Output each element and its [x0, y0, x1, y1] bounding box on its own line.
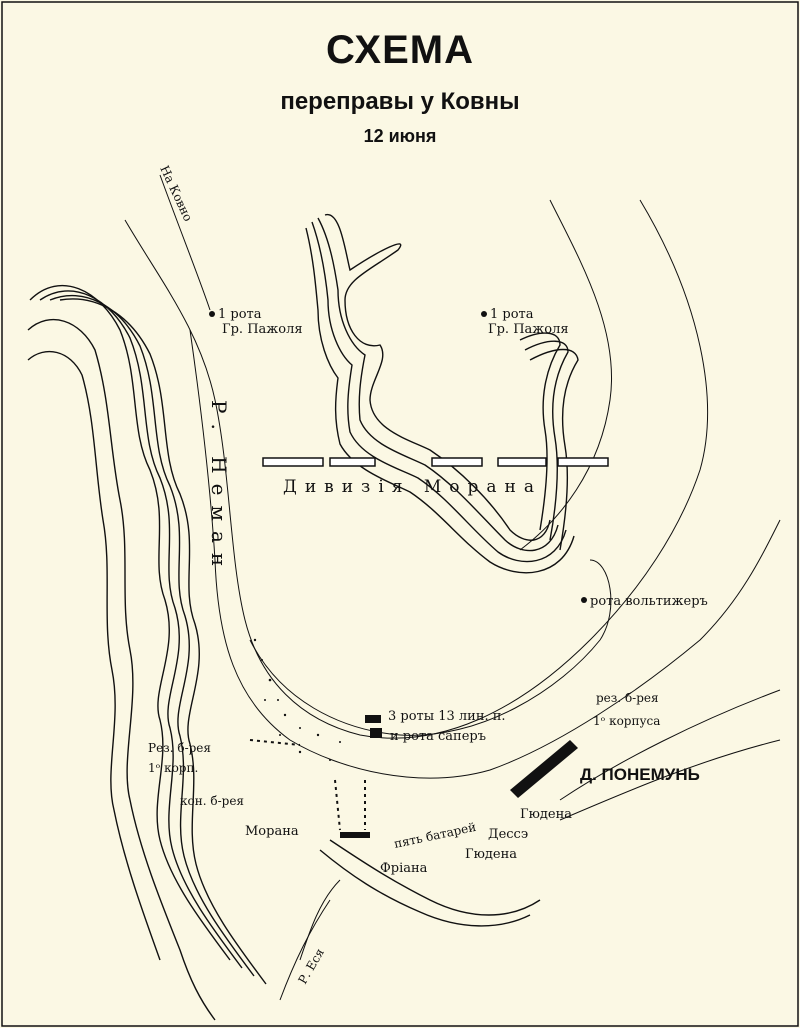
- neman-river-banks: [124, 199, 781, 779]
- central-ridge-contours: [305, 214, 575, 574]
- label-ponemun: Д. ПОНЕМУНЬ: [580, 765, 700, 784]
- label-corps-2: 1ᵒ корпуса: [593, 714, 660, 728]
- label-moran: Морана: [245, 824, 299, 839]
- label-horse-battery: кон. б-рея: [180, 794, 244, 808]
- label-company-left: 1 рота: [218, 307, 262, 322]
- village-ponemun-icon: [510, 740, 578, 798]
- label-count-left: Гр. Пажоля: [222, 322, 303, 337]
- label-companies-13: 3 роты 13 лин. п.: [388, 709, 506, 724]
- label-reserve-battery-1: Рез. б-рея: [148, 741, 211, 755]
- label-friana: Фріана: [380, 861, 428, 876]
- map-title: СХЕМА: [326, 28, 474, 72]
- label-river-neman: Р. Неман: [207, 400, 231, 576]
- label-corps-1: 1ᵒ корп.: [148, 761, 198, 775]
- crossing-dots: [249, 739, 366, 831]
- label-gudena: Гюдена: [465, 847, 517, 862]
- label-gudena-top: Гюдена: [520, 807, 572, 822]
- sandbar-stipple: [253, 638, 341, 761]
- label-company-right: 1 рота: [490, 307, 534, 322]
- label-voltigeur: рота вольтижеръ: [590, 594, 708, 609]
- left-hills-contours: [27, 284, 267, 1021]
- lower-river-channels: [279, 689, 781, 1001]
- right-ridge-contours: [519, 199, 612, 551]
- map-subtitle: переправы у Ковны: [280, 88, 520, 115]
- label-sappers: и рота саперъ: [390, 729, 486, 744]
- label-count-right: Гр. Пажоля: [488, 322, 569, 337]
- label-dessey: Дессэ: [488, 827, 528, 842]
- label-road-kovno: На Ковно: [157, 163, 195, 223]
- label-reserve-battery-2: рез. б-рея: [596, 691, 659, 705]
- company-flag-icon: [209, 311, 587, 603]
- artillery-icon: [340, 715, 382, 838]
- road-to-kovno: [159, 174, 211, 311]
- label-division: Дивизія Морана: [283, 477, 542, 497]
- map-date: 12 июня: [363, 126, 437, 146]
- pontoon-bridges: [262, 457, 609, 467]
